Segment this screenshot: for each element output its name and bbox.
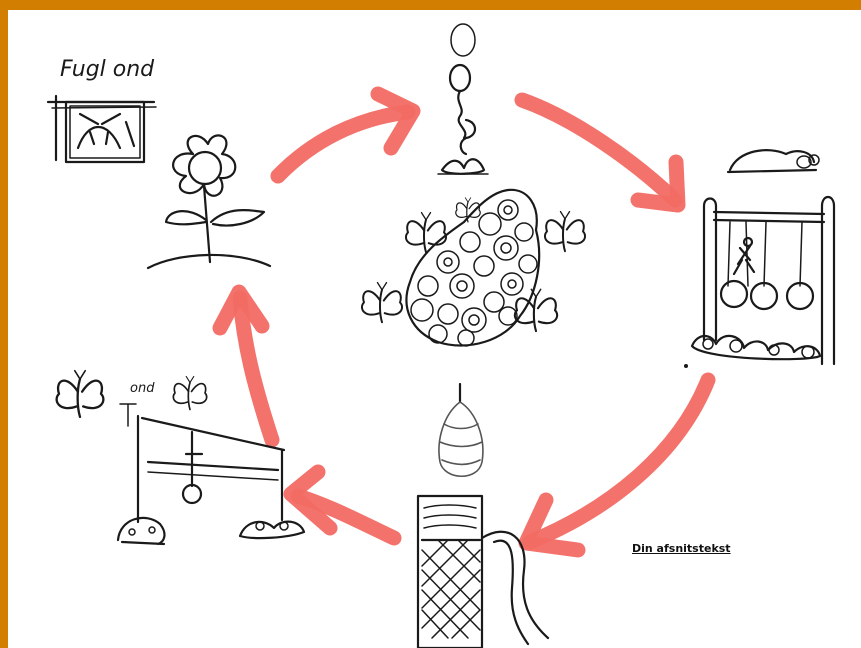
cycle-arrows	[220, 94, 708, 550]
label-fugl-ond: Fugl ond	[60, 57, 155, 82]
playground-frame-icon: ond	[57, 371, 304, 544]
angry-bird-sign-icon: Fugl ond	[48, 57, 156, 162]
caterpillar-icon	[728, 150, 819, 172]
label-ond: ond	[130, 381, 155, 396]
arrow-swing-to-slide	[530, 380, 708, 542]
hatching-egg-icon	[450, 65, 470, 138]
pupa-icon	[439, 384, 483, 476]
flower-icon	[148, 135, 270, 268]
sketch-canvas: Fugl ond	[8, 10, 861, 648]
life-cycle-sketch: Fugl ond	[8, 10, 861, 648]
egg-icon	[451, 24, 475, 56]
section-caption: Din afsnitstekst	[632, 542, 731, 555]
swing-set-icon	[684, 197, 834, 368]
arrow-egg-to-swing	[522, 100, 675, 200]
slide-tower-icon	[418, 496, 548, 648]
